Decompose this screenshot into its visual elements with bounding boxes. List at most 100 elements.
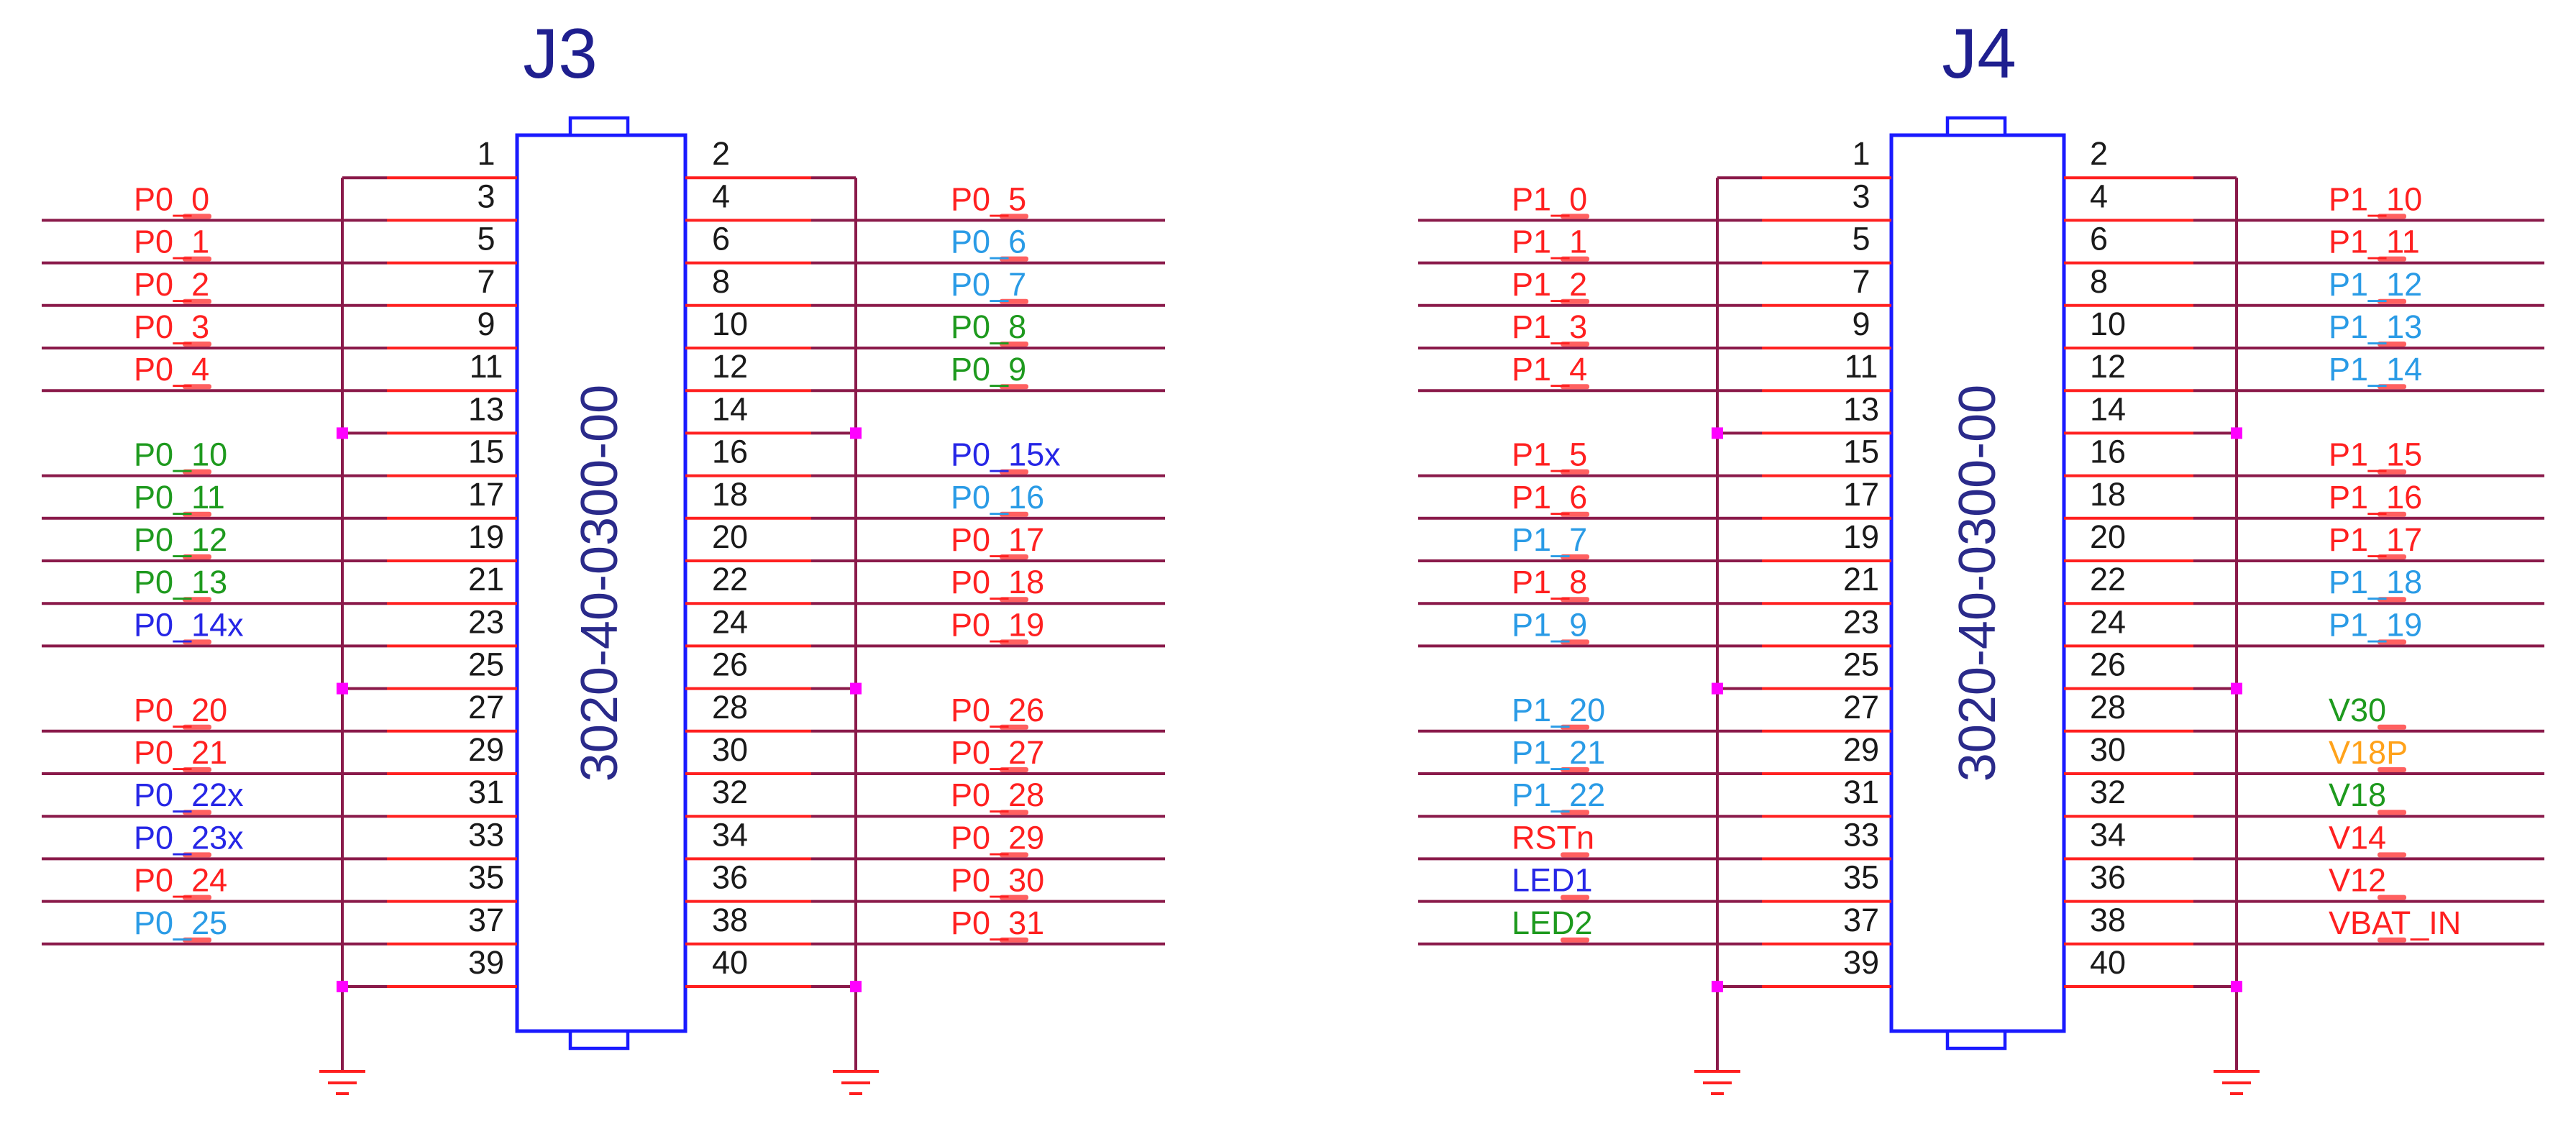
pin-number: 10 [2090, 306, 2126, 342]
pin-number: 7 [1852, 263, 1870, 300]
connector-key-top [1945, 116, 2007, 137]
wires-group [319, 176, 879, 1095]
pin-number: 16 [2090, 434, 2126, 470]
net-label-bar [2378, 256, 2406, 262]
net-label-bar [183, 767, 211, 772]
net-label-bar [1561, 597, 1589, 603]
net-label: P0_6 [951, 224, 1026, 260]
net-label-bar [2378, 384, 2406, 390]
net-label: P1_3 [1512, 308, 1587, 345]
pin-number: 12 [712, 348, 748, 385]
pin-number: 37 [1843, 902, 1879, 938]
pin-number: 33 [468, 816, 504, 853]
pin-number: 15 [468, 434, 504, 470]
net-label-bar [2378, 597, 2406, 603]
pin-number: 12 [2090, 348, 2126, 385]
net-label-bar [1561, 894, 1589, 900]
net-label: P0_28 [951, 777, 1044, 813]
net-label: V18 [2329, 777, 2386, 813]
net-label-bar [183, 810, 211, 815]
net-label: P0_5 [951, 180, 1026, 217]
pin-number: 6 [712, 221, 730, 257]
ground-symbol [319, 1070, 365, 1095]
pin-number: 25 [1843, 646, 1879, 683]
net-label: P0_22x [134, 777, 244, 813]
pin-number: 39 [468, 944, 504, 981]
pin-number: 34 [2090, 816, 2126, 853]
net-label-bar [1000, 342, 1028, 347]
pin-number: 33 [1843, 816, 1879, 853]
pin-number: 1 [477, 135, 495, 172]
net-label: P0_25 [134, 905, 227, 941]
pin-number: 9 [477, 306, 495, 342]
net-label-bar [1561, 384, 1589, 390]
net-label: P1_20 [1512, 692, 1605, 728]
junction-dot [337, 682, 348, 695]
net-label: RSTn [1512, 819, 1594, 856]
net-label: LED2 [1512, 905, 1593, 941]
net-label-bar [1000, 724, 1028, 730]
net-label-bar [1000, 511, 1028, 517]
net-label-bar [2378, 639, 2406, 645]
net-label-bar [183, 639, 211, 645]
junction-dot [2231, 682, 2242, 695]
net-label-bar [183, 511, 211, 517]
pin-number: 24 [2090, 603, 2126, 640]
net-label: P1_5 [1512, 436, 1587, 473]
net-label: P0_10 [134, 436, 227, 473]
net-label-bar [183, 724, 211, 730]
net-label: P0_9 [951, 351, 1026, 388]
pin-number: 6 [2090, 221, 2108, 257]
connector-key-top [568, 116, 630, 137]
net-label-bar [1000, 767, 1028, 772]
net-label: P1_4 [1512, 351, 1587, 388]
net-label-bar [1561, 469, 1589, 475]
net-label: P0_7 [951, 266, 1026, 303]
net-label: P0_11 [134, 479, 225, 516]
connector-body [515, 133, 688, 1033]
net-label: P0_26 [951, 692, 1044, 728]
net-label-bar [183, 597, 211, 603]
net-label: V18P [2329, 734, 2408, 771]
junction-dot [850, 981, 862, 992]
net-label-bar [1000, 937, 1028, 943]
pin-number: 19 [1843, 518, 1879, 555]
net-label: P0_27 [951, 734, 1044, 771]
junction-dot [337, 427, 348, 439]
net-label-bar [2378, 724, 2406, 730]
connector-body [1889, 133, 2066, 1033]
net-label-bar [1561, 767, 1589, 772]
net-label: P0_30 [951, 862, 1044, 899]
net-label-bar [2378, 937, 2406, 943]
net-labels-left: P0_0P0_1P0_2P0_3P0_4P0_10P0_11P0_12P0_13… [42, 180, 387, 946]
pin-number: 5 [477, 221, 495, 257]
junction-dot [337, 981, 348, 992]
net-label: P1_13 [2329, 308, 2422, 345]
net-label-bar [1561, 511, 1589, 517]
net-label: LED1 [1512, 862, 1593, 899]
pin-number: 26 [2090, 646, 2126, 683]
net-label-bar [1000, 214, 1028, 219]
net-label-bar [183, 469, 211, 475]
net-label-bar [1000, 597, 1028, 603]
pin-number: 4 [2090, 178, 2108, 214]
pin-number: 40 [712, 944, 748, 981]
net-label-bar [2378, 214, 2406, 219]
pin-number: 38 [712, 902, 748, 938]
net-label: P0_29 [951, 819, 1044, 856]
net-label-bar [2378, 894, 2406, 900]
pin-number: 22 [2090, 561, 2126, 598]
net-label: P1_9 [1512, 606, 1587, 643]
net-label-bar [183, 852, 211, 858]
net-label: V30 [2329, 692, 2386, 728]
net-label-bar [183, 554, 211, 559]
pin-number: 32 [712, 774, 748, 810]
junction-dot [1712, 981, 1723, 992]
net-labels-right: P0_5P0_6P0_7P0_8P0_9P0_15xP0_16P0_17P0_1… [811, 180, 1165, 946]
net-label: P0_17 [951, 521, 1044, 558]
